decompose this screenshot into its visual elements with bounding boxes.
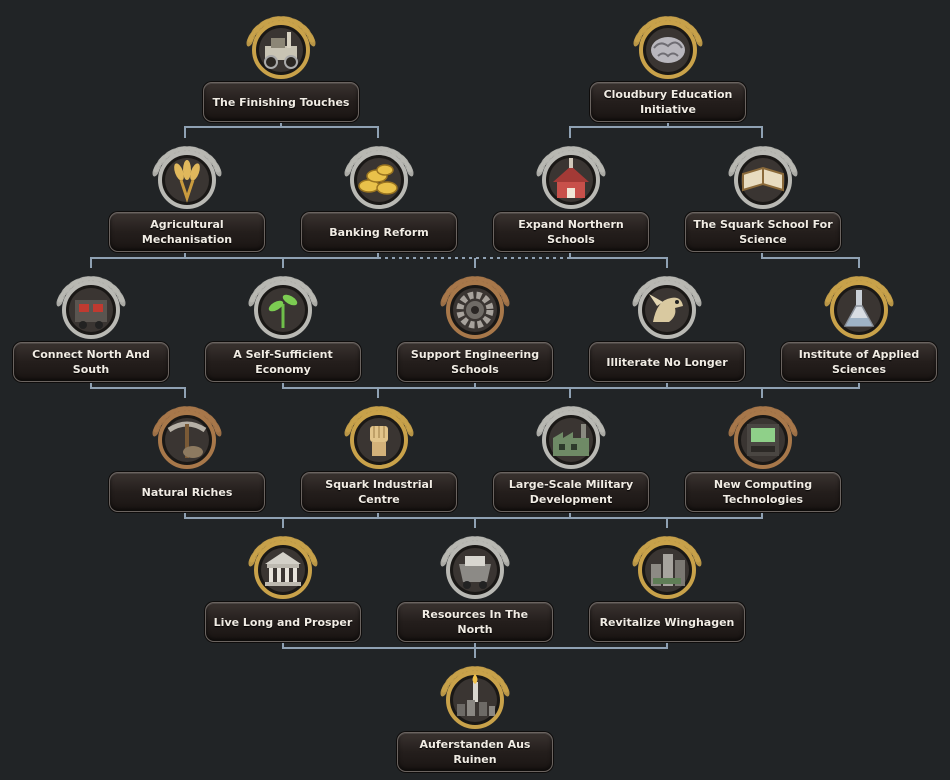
wheat-icon-graphic bbox=[147, 140, 227, 220]
focus-self-sufficient[interactable]: A Self-Sufficient Economy bbox=[205, 270, 361, 390]
train-icon-graphic bbox=[51, 270, 131, 350]
focus-label: Connect North And South bbox=[20, 347, 162, 377]
sprout-icon[interactable] bbox=[243, 270, 323, 350]
focus-label: Banking Reform bbox=[329, 225, 428, 240]
military-factory-icon-graphic bbox=[531, 400, 611, 480]
open-book-icon[interactable] bbox=[723, 140, 803, 220]
focus-label-plate[interactable]: Natural Riches bbox=[109, 472, 265, 512]
gold-coins-icon-graphic bbox=[339, 140, 419, 220]
focus-computing[interactable]: New Computing Technologies bbox=[685, 400, 841, 520]
machinery-icon-graphic bbox=[241, 10, 321, 90]
torch-city-icon[interactable] bbox=[435, 660, 515, 740]
focus-live-long[interactable]: Live Long and Prosper bbox=[205, 530, 361, 650]
focus-label: Resources In The North bbox=[404, 607, 546, 637]
focus-label-plate[interactable]: Connect North And South bbox=[13, 342, 169, 382]
focus-banking[interactable]: Banking Reform bbox=[301, 140, 457, 260]
focus-squark-school[interactable]: The Squark School For Science bbox=[685, 140, 841, 260]
gear-icon[interactable] bbox=[435, 270, 515, 350]
focus-agri[interactable]: Agricultural Mechanisation bbox=[109, 140, 265, 260]
flask-icon-graphic bbox=[819, 270, 899, 350]
focus-label: The Finishing Touches bbox=[213, 95, 350, 110]
focus-northern-schools[interactable]: Expand Northern Schools bbox=[493, 140, 649, 260]
torch-city-icon-graphic bbox=[435, 660, 515, 740]
focus-label-plate[interactable]: Auferstanden Aus Ruinen bbox=[397, 732, 553, 772]
focus-label-plate[interactable]: Institute of Applied Sciences bbox=[781, 342, 937, 382]
focus-institute[interactable]: Institute of Applied Sciences bbox=[781, 270, 937, 390]
focus-label-plate[interactable]: Agricultural Mechanisation bbox=[109, 212, 265, 252]
focus-military[interactable]: Large-Scale Military Development bbox=[493, 400, 649, 520]
focus-natural-riches[interactable]: Natural Riches bbox=[109, 400, 265, 520]
focus-label: Large-Scale Military Development bbox=[500, 477, 642, 507]
brain-icon-graphic bbox=[628, 10, 708, 90]
schoolhouse-icon[interactable] bbox=[531, 140, 611, 220]
mine-cart-icon-graphic bbox=[435, 530, 515, 610]
focus-label: Natural Riches bbox=[142, 485, 233, 500]
focus-label: New Computing Technologies bbox=[692, 477, 834, 507]
focus-label: Live Long and Prosper bbox=[214, 615, 353, 630]
focus-label: Expand Northern Schools bbox=[500, 217, 642, 247]
focus-label-plate[interactable]: Banking Reform bbox=[301, 212, 457, 252]
focus-label-plate[interactable]: Illiterate No Longer bbox=[589, 342, 745, 382]
pickaxe-icon[interactable] bbox=[147, 400, 227, 480]
open-book-icon-graphic bbox=[723, 140, 803, 220]
focus-label-plate[interactable]: Resources In The North bbox=[397, 602, 553, 642]
focus-label-plate[interactable]: New Computing Technologies bbox=[685, 472, 841, 512]
focus-connect[interactable]: Connect North And South bbox=[13, 270, 169, 390]
focus-label-plate[interactable]: The Squark School For Science bbox=[685, 212, 841, 252]
city-icon-graphic bbox=[627, 530, 707, 610]
focus-label: Squark Industrial Centre bbox=[308, 477, 450, 507]
focus-label-plate[interactable]: Live Long and Prosper bbox=[205, 602, 361, 642]
gear-icon-graphic bbox=[435, 270, 515, 350]
focus-label-plate[interactable]: Squark Industrial Centre bbox=[301, 472, 457, 512]
focus-industrial-centre[interactable]: Squark Industrial Centre bbox=[301, 400, 457, 520]
focus-label-plate[interactable]: Support Engineering Schools bbox=[397, 342, 553, 382]
focus-label: Illiterate No Longer bbox=[606, 355, 727, 370]
focus-label: A Self-Sufficient Economy bbox=[212, 347, 354, 377]
griffin-icon[interactable] bbox=[627, 270, 707, 350]
bank-building-icon-graphic bbox=[243, 530, 323, 610]
griffin-icon-graphic bbox=[627, 270, 707, 350]
focus-label-plate[interactable]: A Self-Sufficient Economy bbox=[205, 342, 361, 382]
focus-illiterate[interactable]: Illiterate No Longer bbox=[589, 270, 745, 390]
city-icon[interactable] bbox=[627, 530, 707, 610]
focus-label: Auferstanden Aus Ruinen bbox=[404, 737, 546, 767]
focus-label-plate[interactable]: Large-Scale Military Development bbox=[493, 472, 649, 512]
schoolhouse-icon-graphic bbox=[531, 140, 611, 220]
mine-cart-icon[interactable] bbox=[435, 530, 515, 610]
fist-icon-graphic bbox=[339, 400, 419, 480]
focus-label: Agricultural Mechanisation bbox=[116, 217, 258, 247]
gold-coins-icon[interactable] bbox=[339, 140, 419, 220]
focus-label-plate[interactable]: The Finishing Touches bbox=[203, 82, 359, 122]
focus-label: Institute of Applied Sciences bbox=[788, 347, 930, 377]
focus-label: The Squark School For Science bbox=[692, 217, 834, 247]
machinery-icon[interactable] bbox=[241, 10, 321, 90]
focus-auferstanden[interactable]: Auferstanden Aus Ruinen bbox=[397, 660, 553, 780]
focus-winghagen[interactable]: Revitalize Winghagen bbox=[589, 530, 745, 650]
flask-icon[interactable] bbox=[819, 270, 899, 350]
focus-engineering[interactable]: Support Engineering Schools bbox=[397, 270, 553, 390]
sprout-icon-graphic bbox=[243, 270, 323, 350]
brain-icon[interactable] bbox=[628, 10, 708, 90]
computer-icon-graphic bbox=[723, 400, 803, 480]
focus-label-plate[interactable]: Cloudbury Education Initiative bbox=[590, 82, 746, 122]
wheat-icon[interactable] bbox=[147, 140, 227, 220]
connector-line bbox=[185, 502, 762, 518]
computer-icon[interactable] bbox=[723, 400, 803, 480]
focus-label: Cloudbury Education Initiative bbox=[597, 87, 739, 117]
focus-label-plate[interactable]: Revitalize Winghagen bbox=[589, 602, 745, 642]
focus-label-plate[interactable]: Expand Northern Schools bbox=[493, 212, 649, 252]
pickaxe-icon-graphic bbox=[147, 400, 227, 480]
bank-building-icon[interactable] bbox=[243, 530, 323, 610]
train-icon[interactable] bbox=[51, 270, 131, 350]
focus-label: Revitalize Winghagen bbox=[600, 615, 735, 630]
fist-icon[interactable] bbox=[339, 400, 419, 480]
focus-resources-north[interactable]: Resources In The North bbox=[397, 530, 553, 650]
focus-finishing-touches[interactable]: The Finishing Touches bbox=[203, 10, 359, 130]
focus-cloudbury[interactable]: Cloudbury Education Initiative bbox=[590, 10, 746, 130]
focus-label: Support Engineering Schools bbox=[404, 347, 546, 377]
military-factory-icon[interactable] bbox=[531, 400, 611, 480]
